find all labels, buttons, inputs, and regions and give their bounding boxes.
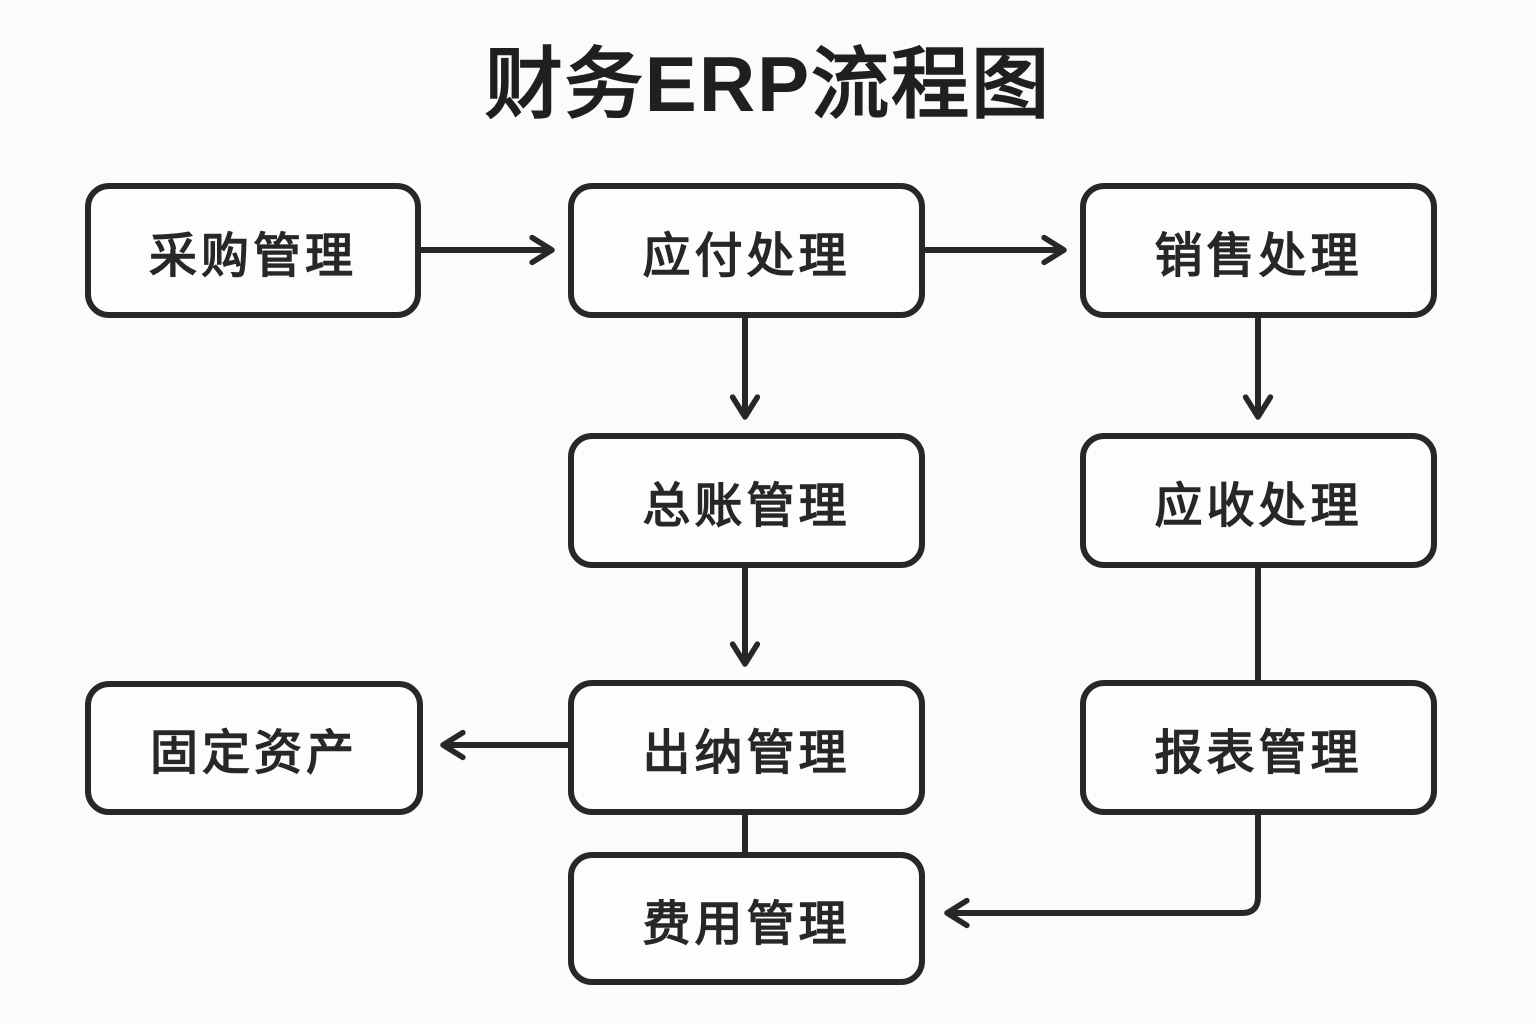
node-ledger-label: 总账管理 bbox=[642, 479, 851, 533]
node-payable-label: 应付处理 bbox=[642, 229, 851, 283]
page-title: 财务ERP流程图 bbox=[484, 40, 1052, 128]
node-expense: 费用管理 bbox=[568, 852, 925, 985]
node-reports-label: 报表管理 bbox=[1154, 726, 1363, 780]
node-reports: 报表管理 bbox=[1080, 680, 1437, 815]
node-payable: 应付处理 bbox=[568, 183, 925, 318]
node-receivable-label: 应收处理 bbox=[1154, 479, 1363, 533]
node-fixed-assets: 固定资产 bbox=[85, 681, 423, 815]
node-receivable: 应收处理 bbox=[1080, 433, 1437, 568]
node-cashier: 出纳管理 bbox=[568, 680, 925, 815]
node-sales-label: 销售处理 bbox=[1154, 229, 1363, 283]
node-procurement-label: 采购管理 bbox=[148, 229, 357, 283]
edge-reports-to-expense bbox=[944, 813, 1261, 929]
node-cashier-label: 出纳管理 bbox=[642, 726, 851, 780]
node-fixed-assets-label: 固定资产 bbox=[149, 727, 358, 780]
node-expense-label: 费用管理 bbox=[642, 897, 851, 951]
node-ledger: 总账管理 bbox=[568, 433, 925, 568]
node-sales: 销售处理 bbox=[1080, 183, 1437, 318]
node-procurement: 采购管理 bbox=[85, 183, 421, 318]
